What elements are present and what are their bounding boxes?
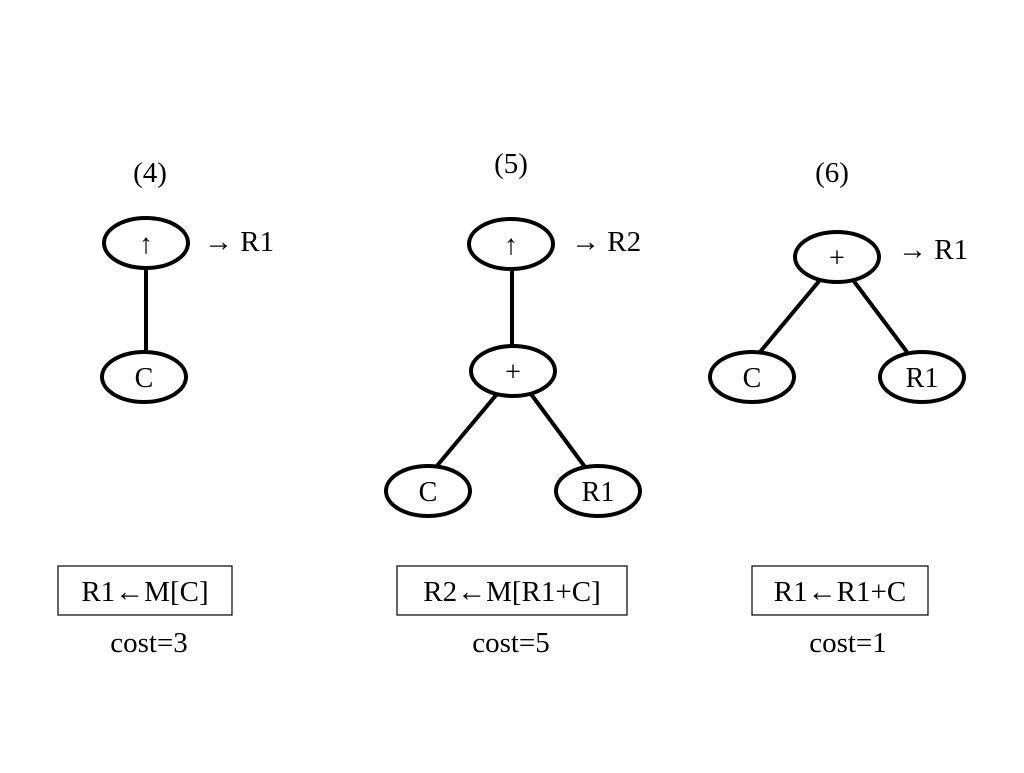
diagram-4: (4) ↑ → R1 C R1←M[C] cost=3 [57,157,274,659]
diagram-4-output: → R1 [204,226,274,258]
diagram-5-edge-mid-left [434,392,499,469]
diagram-6-node-root: + [793,230,881,284]
diagram-6-node-right-label: R1 [906,363,939,394]
diagram-6-instruction: R1←R1+C [774,576,906,608]
diagram-4-number: (4) [133,157,167,189]
diagram-6-node-root-label: + [829,243,845,274]
diagram-6-edge-root-right [851,278,909,354]
diagram-6-instruction-box [751,565,929,616]
diagram-5-node-right: R1 [554,464,642,518]
diagram-5-node-mid: + [469,344,557,398]
diagram-6-number: (6) [815,157,849,189]
diagram-6-node-left-label: C [743,363,762,394]
diagram-6-node-left: C [708,350,796,404]
diagram-5-node-right-label: R1 [582,477,615,508]
diagram-5-node-left-label: C [419,477,438,508]
diagram-5-instruction: R2←M[R1+C] [423,576,600,608]
diagram-4-instruction-box [57,565,233,616]
diagram-5-instruction-box [396,565,628,616]
diagram-5-node-mid-label: + [505,357,521,388]
diagram-6-output: → R1 [898,234,968,266]
diagram-4-instruction: R1←M[C] [81,576,208,608]
diagram-6-cost: cost=1 [809,627,887,659]
diagram-4-node-root: ↑ [102,216,190,270]
diagram-5-output: → R2 [571,226,641,258]
diagram-5-edge-mid-right [529,392,587,469]
diagram-4-cost: cost=3 [110,627,188,659]
diagram-5-node-root-label: ↑ [504,230,518,261]
diagram-6-node-right: R1 [878,350,966,404]
diagram-4-node-child-label: C [135,363,154,394]
diagram-5-cost: cost=5 [472,627,550,659]
diagram-5: (5) ↑ → R2 + C R1 R2←M[R1+C] cost=5 [384,148,642,659]
diagram-6: (6) + → R1 C R1 R1←R1+C cost=1 [708,157,968,659]
diagram-4-node-child: C [100,350,188,404]
diagram-6-edge-root-left [758,278,822,354]
diagram-4-node-root-label: ↑ [139,229,153,260]
diagram-5-node-root: ↑ [467,217,555,271]
diagram-5-node-left: C [384,464,472,518]
diagram-5-number: (5) [494,148,528,180]
